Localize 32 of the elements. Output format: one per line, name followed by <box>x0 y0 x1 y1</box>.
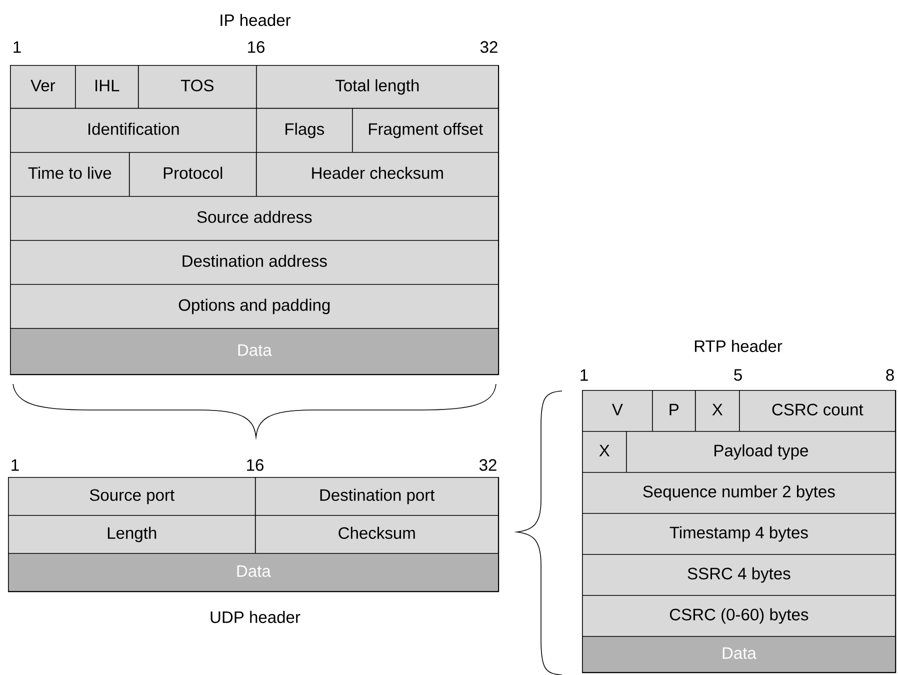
data-cell: Data <box>582 636 896 673</box>
field-cell: Fragment offset <box>352 108 499 153</box>
field-cell: Checksum <box>255 515 499 554</box>
field-cell: Time to live <box>10 152 130 197</box>
bit-number: 16 <box>248 41 264 53</box>
data-cell: Data <box>10 328 499 375</box>
table-title: RTP header <box>694 340 782 352</box>
table-title: UDP header <box>210 610 300 624</box>
field-cell: X <box>582 431 627 473</box>
field-cell: Destination address <box>10 240 499 285</box>
field-cell: IHL <box>75 65 139 109</box>
field-cell: Length <box>8 515 256 554</box>
bit-number: 1 <box>580 369 588 381</box>
field-cell: V <box>582 390 653 432</box>
field-cell: Timestamp 4 bytes <box>582 513 896 555</box>
field-cell: TOS <box>138 65 257 109</box>
field-cell: Source port <box>8 477 256 516</box>
field-cell: Destination port <box>255 477 499 516</box>
data-cell: Data <box>8 553 499 592</box>
field-cell: Options and padding <box>10 284 499 329</box>
bit-number: 16 <box>247 459 264 471</box>
bit-number: 1 <box>12 459 19 471</box>
field-cell: CSRC (0-60) bytes <box>582 595 896 637</box>
field-cell: SSRC 4 bytes <box>582 554 896 596</box>
field-cell: P <box>652 390 696 432</box>
field-cell: X <box>695 390 740 432</box>
table-title: IP header <box>220 14 291 26</box>
field-cell: Ver <box>10 65 76 109</box>
bit-number: 5 <box>734 369 742 381</box>
field-cell: Flags <box>256 108 353 153</box>
field-cell: Protocol <box>129 152 257 197</box>
bit-number: 32 <box>479 459 496 471</box>
